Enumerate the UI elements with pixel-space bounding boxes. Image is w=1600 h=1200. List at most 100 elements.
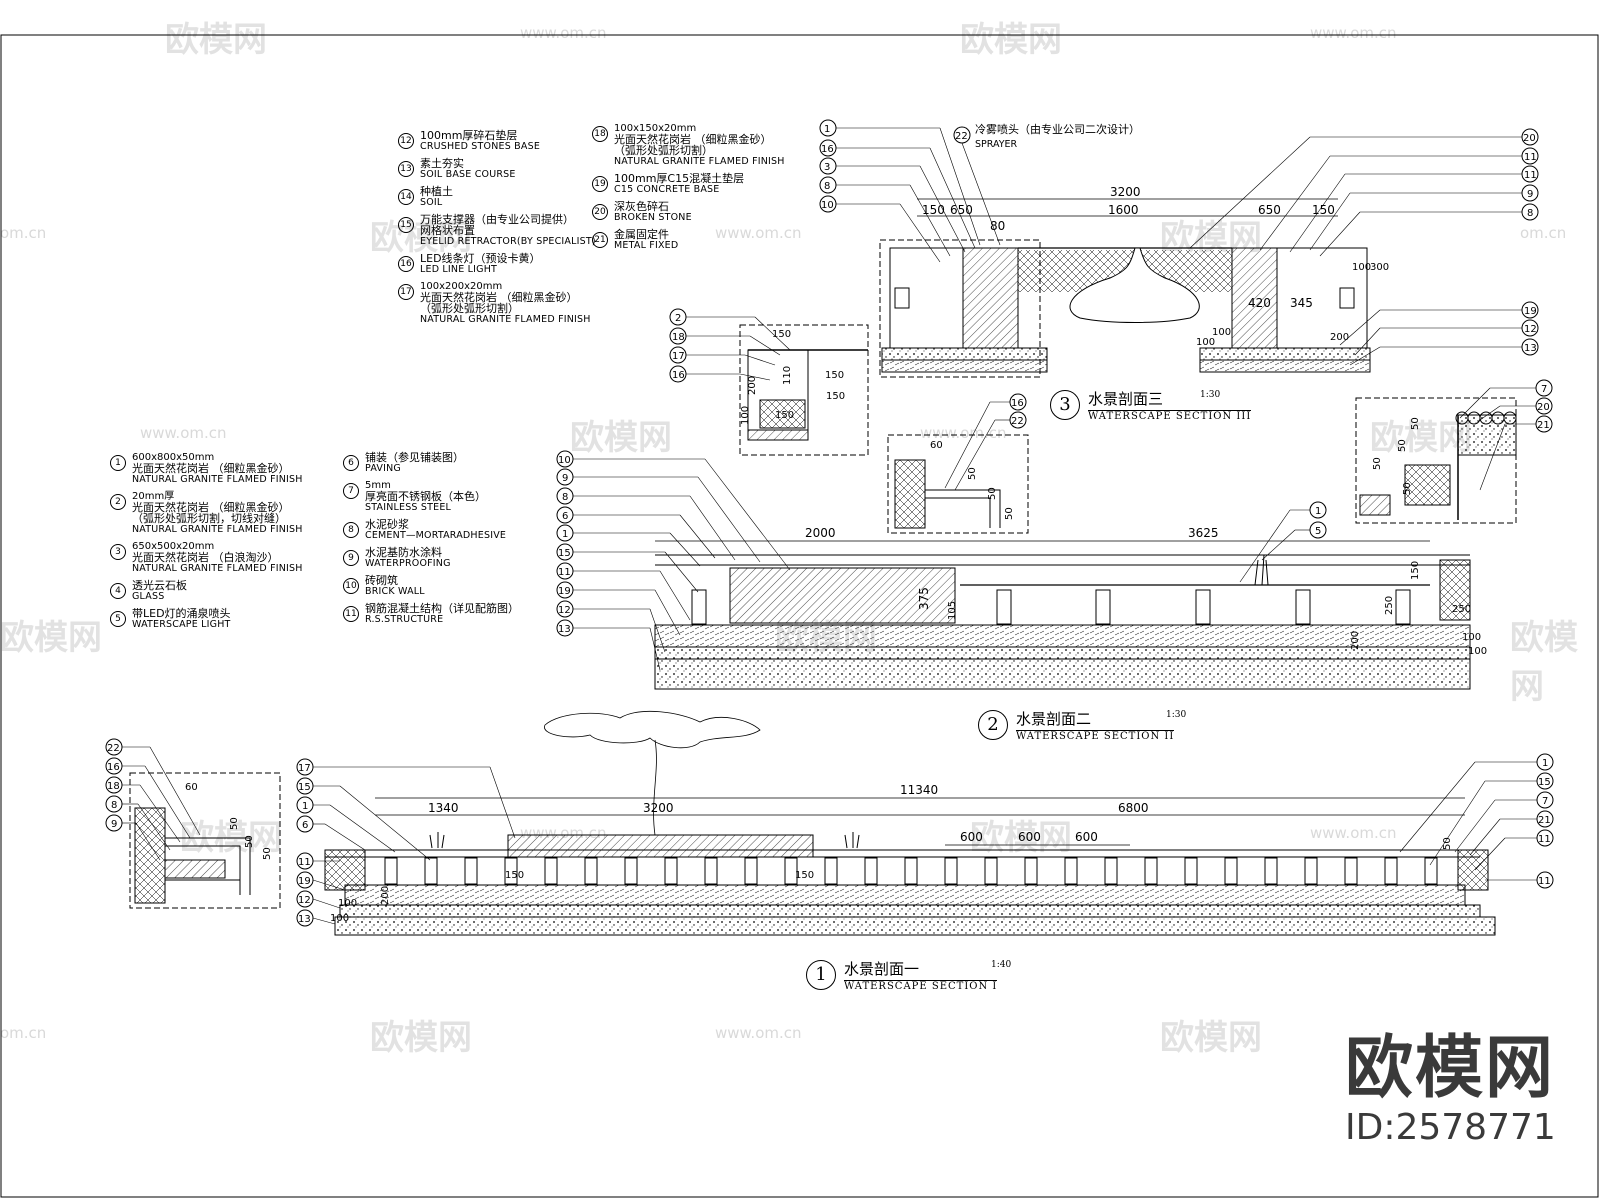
callout-number: 11 <box>1538 876 1551 887</box>
legend-item-number: 15 <box>398 217 414 233</box>
callout-number: 8 <box>824 181 830 192</box>
callout-number: 15 <box>1538 777 1551 788</box>
legend-item-number: 7 <box>343 483 359 499</box>
s3-dim: 100 <box>1212 327 1231 338</box>
s1-supports <box>384 857 1438 885</box>
s2-dim: 100 <box>1468 646 1487 657</box>
callout-number: 15 <box>558 548 571 559</box>
callout-number: 16 <box>1011 398 1024 409</box>
s1-gravel <box>339 904 1481 918</box>
legend-item-label-en: EYELID RETRACTOR(BY SPECIALIST) <box>420 236 596 247</box>
s1-support <box>1384 857 1398 885</box>
s1-support <box>424 857 438 885</box>
callout-number: 16 <box>821 144 834 155</box>
tree-trunk <box>653 739 657 836</box>
detail-a-dim: 150 <box>826 391 845 402</box>
legend-item-number: 20 <box>592 204 608 220</box>
callout-number: 7 <box>1541 384 1547 395</box>
callout-number: 21 <box>1538 815 1551 826</box>
s2-supports <box>691 589 1411 625</box>
legend-item-spec: 100x150x20mm <box>614 123 697 134</box>
s2-dim: 105 <box>947 601 958 620</box>
legend-item-number: 4 <box>110 583 126 599</box>
detail-a-dim: 200 <box>747 376 758 395</box>
s3-dim: 150 <box>922 203 945 217</box>
detail-c-drawing <box>1355 379 1553 524</box>
callout-number: 13 <box>558 624 571 635</box>
legend-item-number: 14 <box>398 189 414 205</box>
callout-number: 15 <box>298 782 311 793</box>
section-3-title: 3 水景剖面三 WATERSCAPE SECTION III 1:30 <box>1050 388 1252 422</box>
legend-item-label-en: WATERSCAPE LIGHT <box>132 619 231 630</box>
tree-canopy <box>544 710 761 749</box>
legend-item-number: 3 <box>110 544 126 560</box>
s2-dim: 250 <box>1452 604 1471 615</box>
s3-dim-total: 3200 <box>1110 185 1141 199</box>
legend-item-number: 9 <box>343 550 359 566</box>
section-number: 1 <box>806 960 836 990</box>
callout-number: 18 <box>672 332 685 343</box>
callout-number: 2 <box>675 313 681 324</box>
legend-item-number: 6 <box>343 455 359 471</box>
detail-b-dim: 50 <box>1004 507 1015 520</box>
detail-a-dim: 150 <box>825 370 844 381</box>
section-title-cn: 水景剖面一 <box>844 958 998 981</box>
legend-item-label-cn: 金属固定件 <box>614 228 669 241</box>
s1-dim: 200 <box>380 886 391 905</box>
legend-item-spec: 100x200x20mm <box>420 281 503 292</box>
callout-number: 17 <box>672 351 685 362</box>
legend-item-label-cn: 水泥砂浆 <box>365 518 409 531</box>
detail-d-dim: 50 <box>244 835 255 848</box>
section-title-en: WATERSCAPE SECTION III <box>1088 411 1252 422</box>
s1-support <box>504 857 518 885</box>
s1-bench <box>507 834 814 858</box>
s3-dim: 80 <box>990 219 1005 233</box>
s1-support <box>544 857 558 885</box>
legend-item-number: 5 <box>110 611 126 627</box>
s1-support <box>864 857 878 885</box>
callout-number: 19 <box>1524 306 1537 317</box>
legend-item-spec: 20mm厚 <box>132 491 175 502</box>
sprayer-label-en: SPRAYER <box>975 139 1018 150</box>
section-2-drawing <box>654 540 1471 690</box>
legend-item-label-en: NATURAL GRANITE FLAMED FINISH <box>420 314 591 325</box>
legend-item-number: 10 <box>343 578 359 594</box>
legend-item-label-en: BRICK WALL <box>365 586 425 597</box>
detail-c-dim: 50 <box>1410 417 1421 430</box>
legend-item-number: 12 <box>398 133 414 149</box>
legend-item-label-en: R.S.STRUCTURE <box>365 614 444 625</box>
s1-support <box>624 857 638 885</box>
s1-support <box>664 857 678 885</box>
s1-dim: 150 <box>795 870 814 881</box>
detail-c-dim: 50 <box>1397 439 1408 452</box>
legend-item-label-en: LED LINE LIGHT <box>420 264 498 275</box>
section-1-drawing <box>324 710 1496 936</box>
s1-support <box>784 857 798 885</box>
detail-a-drawing <box>669 308 869 456</box>
callout-number: 12 <box>1524 324 1537 335</box>
callout-number: 22 <box>1011 416 1024 427</box>
s3-dim: 150 <box>1312 203 1335 217</box>
callout-number: 1 <box>1542 758 1548 769</box>
detail-d-dim: 50 <box>262 847 273 860</box>
s1-support <box>1424 857 1438 885</box>
legend-item-label-en: BROKEN STONE <box>614 212 692 223</box>
legend-item-label-en: SOIL <box>420 197 443 208</box>
callout-number: 21 <box>1537 420 1550 431</box>
legend-item-label-cn: 100mm厚C15混凝土垫层 <box>614 172 745 185</box>
s1-callouts-left <box>105 738 201 861</box>
s1-dim: 600 <box>1075 830 1098 844</box>
s3-dim: 100 <box>1196 337 1215 348</box>
legend-item-label-en: PAVING <box>365 463 401 474</box>
